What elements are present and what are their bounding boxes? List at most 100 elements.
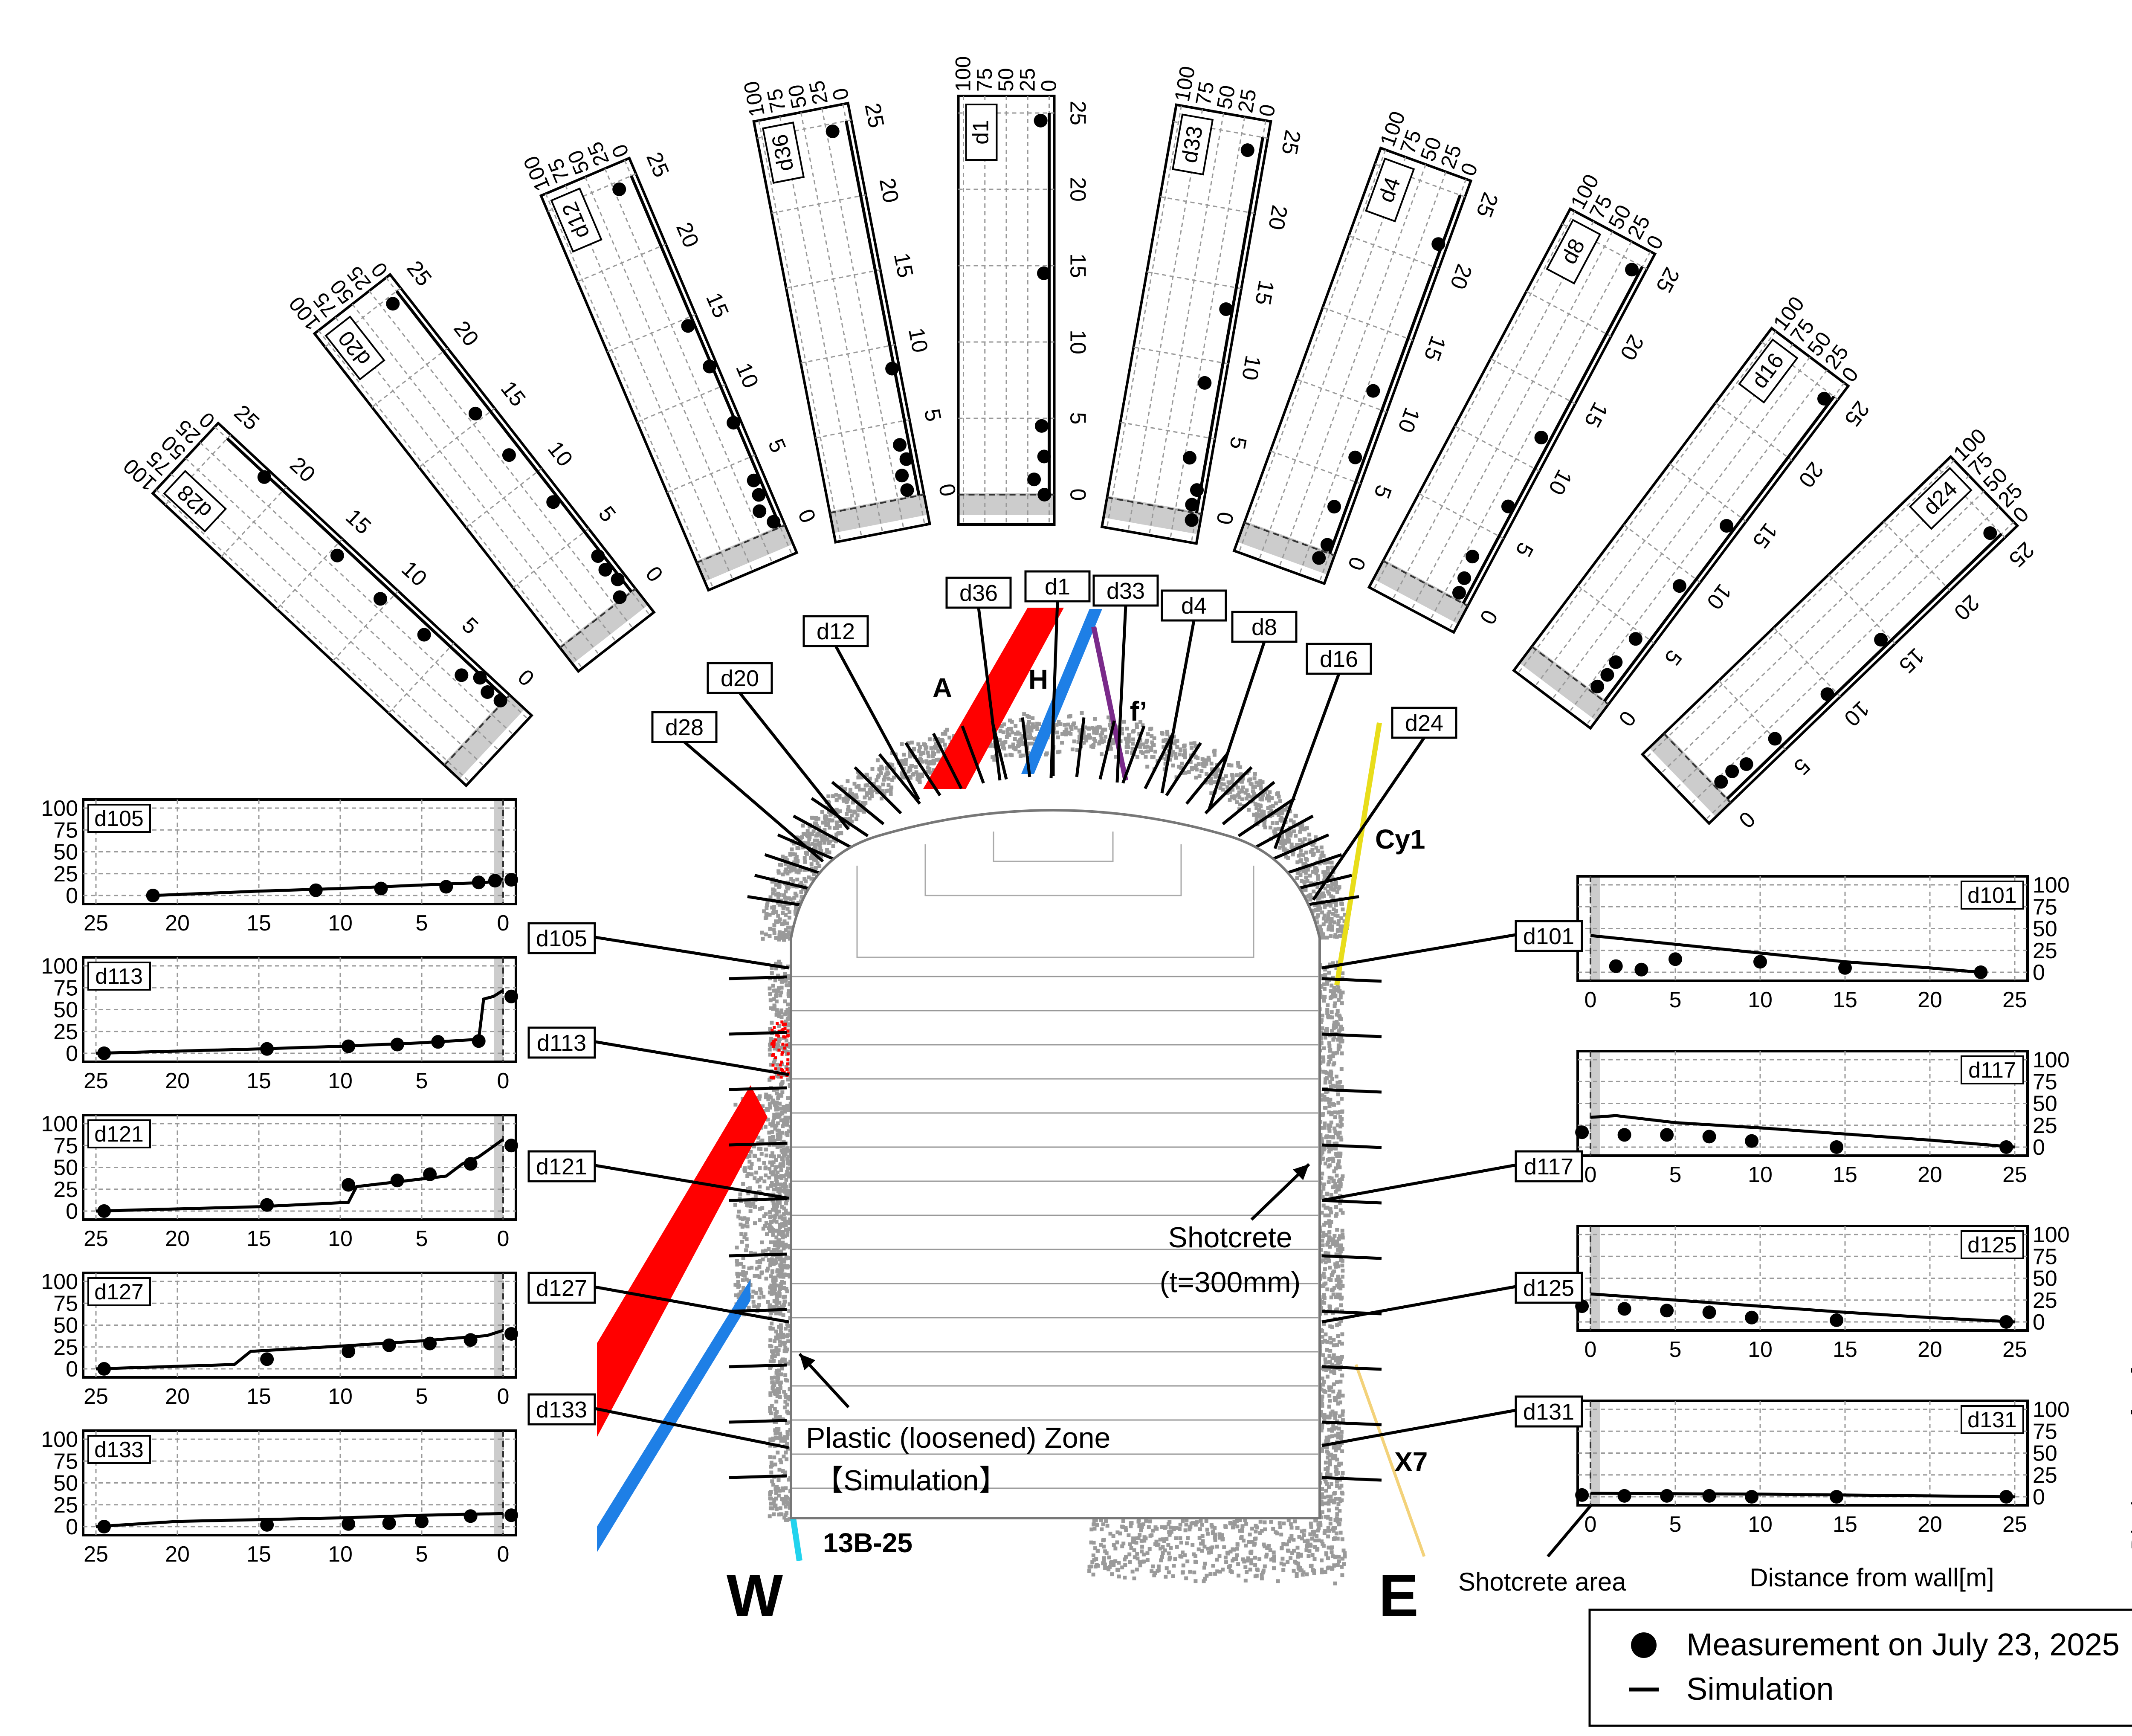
y-tick-label: 100 bbox=[41, 1112, 78, 1136]
y-tick-label: 25 bbox=[2033, 939, 2057, 963]
panel-tag-label: d131 bbox=[1967, 1408, 2017, 1432]
y-tick-label: 0 bbox=[2033, 960, 2045, 985]
x-tick-label: 25 bbox=[84, 911, 108, 936]
simulation-line bbox=[226, 437, 507, 700]
measurement-point bbox=[342, 1039, 356, 1053]
measurement-point bbox=[1575, 1488, 1589, 1502]
measurement-point bbox=[1817, 391, 1831, 406]
y-tick-label: 75 bbox=[2033, 1069, 2057, 1094]
x-tick-label: 20 bbox=[1263, 203, 1292, 232]
y-tick-label: 50 bbox=[2033, 1092, 2057, 1116]
leader-tag-label: d12 bbox=[817, 619, 855, 644]
y-tick-label: 75 bbox=[2033, 1419, 2057, 1444]
x-tick-label: 10 bbox=[1748, 1162, 1773, 1187]
x-tick-label: 15 bbox=[889, 251, 918, 280]
x-tick-label: 5 bbox=[416, 1384, 428, 1409]
fault-h-band bbox=[1021, 609, 1102, 774]
measurement-point bbox=[1452, 585, 1466, 600]
measurement-point bbox=[390, 1174, 404, 1188]
measurement-point bbox=[1745, 1310, 1759, 1324]
measurement-point bbox=[330, 548, 344, 562]
y-tick-label: 100 bbox=[2033, 1048, 2070, 1072]
shotcrete-arrow bbox=[1250, 1163, 1310, 1221]
leader-d4: d4 bbox=[1160, 589, 1227, 794]
measurement-point bbox=[1501, 499, 1515, 513]
y-tick-label: 0 bbox=[2033, 1135, 2045, 1160]
measurement-point bbox=[1745, 1134, 1759, 1148]
measurement-point bbox=[1820, 687, 1834, 701]
panel-tag-label: d101 bbox=[1967, 883, 2017, 908]
measurement-point bbox=[1348, 450, 1362, 464]
measurement-point bbox=[468, 406, 482, 420]
measurement-point bbox=[439, 880, 453, 894]
y-tick-label: 75 bbox=[2033, 1244, 2057, 1269]
measurement-point bbox=[423, 1167, 437, 1181]
y-tick-label: 75 bbox=[762, 87, 791, 114]
measurement-point bbox=[1182, 451, 1196, 465]
x-tick-label: 15 bbox=[1833, 1162, 1857, 1187]
direction-east: E bbox=[1379, 1562, 1418, 1629]
leader-d12: d12 bbox=[802, 615, 921, 800]
leader-d133: d133 bbox=[527, 1393, 789, 1449]
simulation-line bbox=[1195, 137, 1264, 514]
fault-a-west-band bbox=[597, 1085, 768, 1437]
x-tick-label: 20 bbox=[1066, 177, 1090, 202]
y-tick-label: 0 bbox=[66, 1357, 78, 1382]
leader-d28: d28 bbox=[651, 711, 824, 863]
measurement-point bbox=[463, 1509, 478, 1523]
panel-tag-label: d1 bbox=[969, 120, 994, 145]
measurement-point bbox=[1575, 1125, 1589, 1139]
measurement-point bbox=[1034, 113, 1048, 128]
y-tick-label: 25 bbox=[53, 862, 78, 887]
measurement-point bbox=[1745, 1490, 1759, 1504]
measurement-point bbox=[415, 1514, 429, 1528]
x-tick-label: 20 bbox=[165, 1384, 190, 1409]
x-tick-label: 25 bbox=[2002, 988, 2027, 1012]
measurement-point bbox=[1830, 1490, 1844, 1504]
fault-label-cy1: Cy1 bbox=[1375, 824, 1425, 855]
measurement-point bbox=[1366, 384, 1380, 398]
plastic-zone-arrow bbox=[798, 1353, 850, 1409]
y-tick-label: 25 bbox=[53, 1020, 78, 1044]
x-tick-label: 20 bbox=[165, 1542, 190, 1567]
leader-tag-label: d125 bbox=[1523, 1275, 1574, 1301]
measurement-point bbox=[1190, 483, 1204, 497]
x-tick-label: 10 bbox=[328, 1226, 353, 1251]
measurement-point bbox=[598, 563, 612, 577]
x-tick-label: 15 bbox=[246, 911, 271, 936]
measurement-point bbox=[374, 592, 388, 606]
measurement-point bbox=[1625, 263, 1639, 277]
measurement-point bbox=[374, 881, 388, 896]
measurement-point bbox=[97, 1520, 111, 1533]
y-tick-label: 25 bbox=[53, 1177, 78, 1202]
x-tick-label: 25 bbox=[84, 1226, 108, 1251]
measurement-point bbox=[472, 875, 486, 890]
x-tick-label: 10 bbox=[1237, 354, 1266, 382]
x-tick-label: 0 bbox=[497, 1069, 510, 1093]
measurement-point bbox=[504, 1327, 519, 1341]
measurement-point bbox=[1660, 1489, 1674, 1503]
measurement-point bbox=[681, 319, 695, 333]
measurement-point bbox=[885, 362, 899, 376]
legend-measurement-label: Measurement on July 23, 2025 bbox=[1686, 1627, 2120, 1662]
leader-d36: d36 bbox=[945, 577, 1012, 781]
y-tick-label: 0 bbox=[2033, 1310, 2045, 1335]
x-tick-label: 0 bbox=[497, 1542, 510, 1567]
shotcrete-label: Shotcrete bbox=[1168, 1221, 1292, 1254]
measurement-point bbox=[1725, 764, 1739, 778]
measurement-point bbox=[1660, 1304, 1674, 1318]
measurement-point bbox=[1431, 237, 1445, 251]
y-tick-label: 50 bbox=[2033, 1266, 2057, 1291]
measurement-point bbox=[1838, 961, 1852, 975]
leader-d131: d131 bbox=[1321, 1395, 1583, 1447]
x-tick-label: 5 bbox=[416, 1542, 428, 1567]
leader-tag-label: d36 bbox=[959, 580, 998, 606]
y-tick-label: 75 bbox=[53, 976, 78, 1000]
x-tick-label: 25 bbox=[1277, 128, 1305, 157]
y-tick-label: 75 bbox=[973, 68, 996, 92]
